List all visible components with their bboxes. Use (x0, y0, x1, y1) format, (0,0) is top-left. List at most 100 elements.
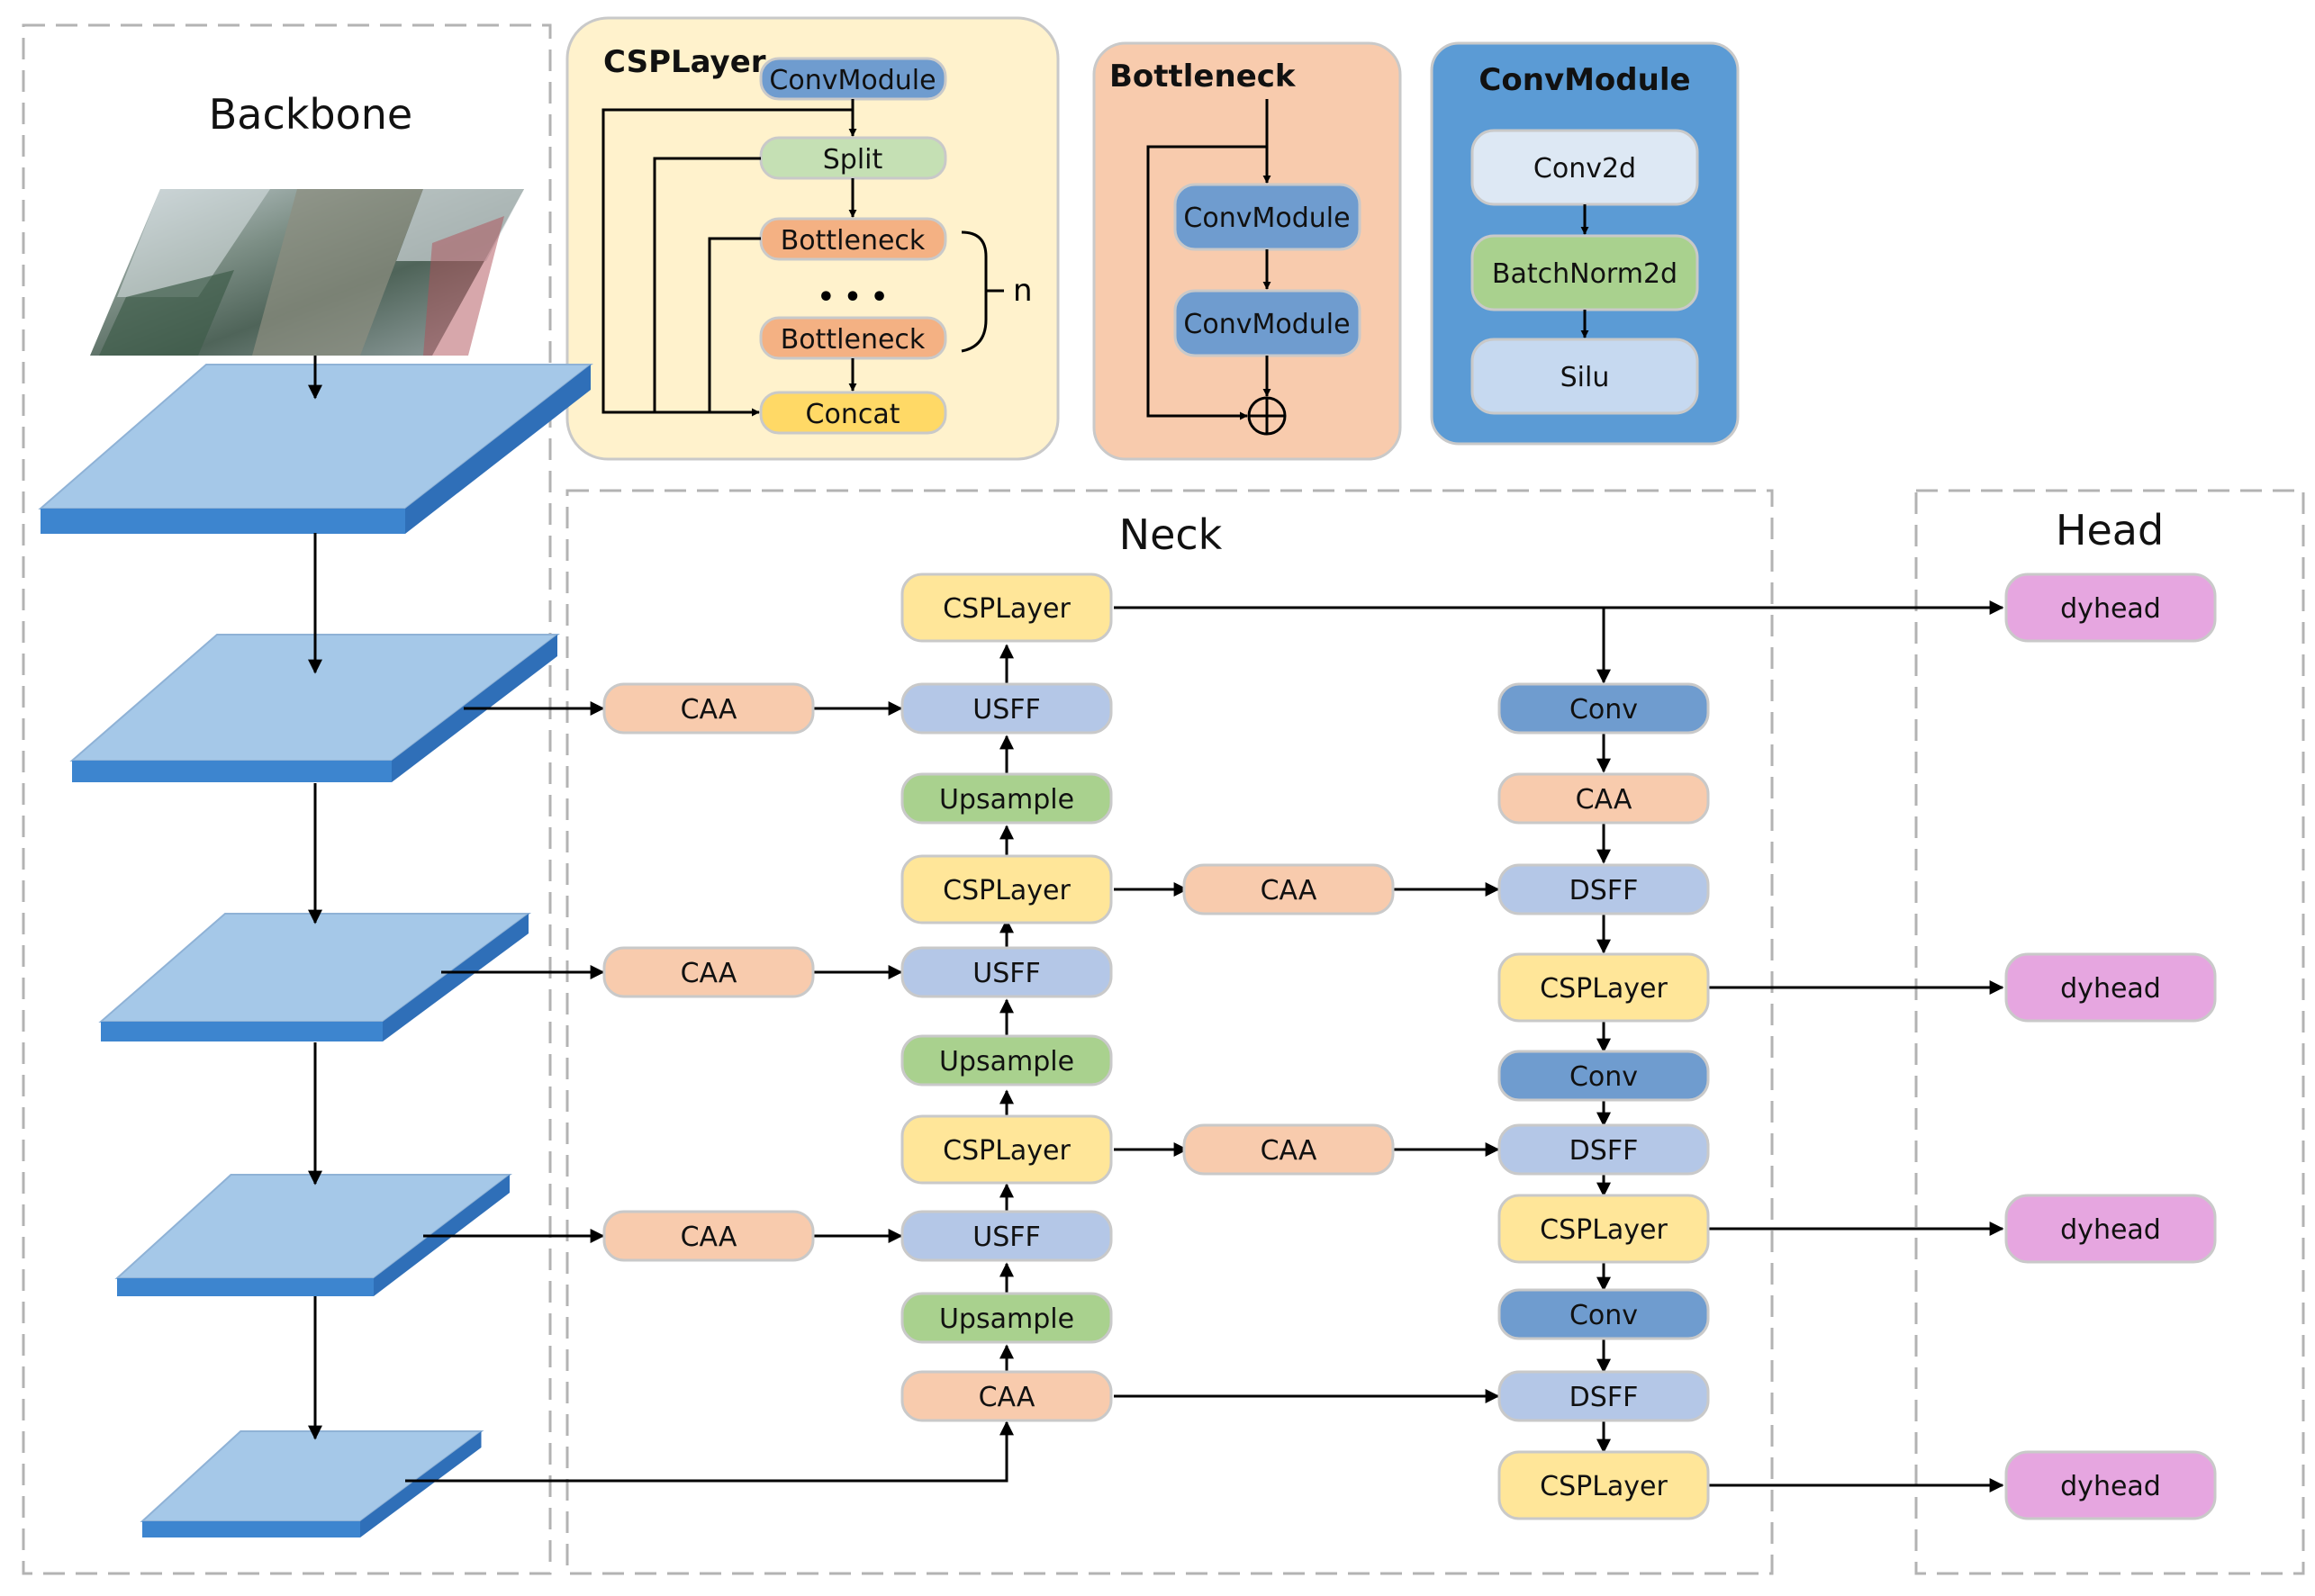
head-node-dyhead-1: dyhead (2004, 573, 2217, 643)
neck-nodes: CAACAACAACSPLayerUSFFUpsampleCSPLayerUSF… (602, 573, 1710, 1520)
csp-repeat-label: n (1013, 273, 1033, 309)
svg-text:Upsample: Upsample (939, 784, 1074, 816)
neck-node-conv-3: Conv (1497, 1288, 1710, 1340)
neck-node-csplayer-2: CSPLayer (900, 854, 1113, 924)
svg-text:DSFF: DSFF (1569, 1135, 1639, 1167)
svg-text:CAA: CAA (1576, 784, 1632, 816)
svg-text:USFF: USFF (972, 958, 1041, 989)
cm-conv2d-node: Conv2d (1470, 129, 1699, 206)
csp-split-node: Split (759, 136, 947, 180)
svg-text:CSPLayer: CSPLayer (943, 1135, 1071, 1167)
neck-node-upsample-3: Upsample (900, 1292, 1113, 1344)
bottleneck-detail-box (1092, 41, 1402, 461)
neck-node-caa-2: CAA (602, 946, 815, 998)
csp-flow-arrows (601, 99, 1004, 417)
bn-convmodule-node-1: ConvModule (1173, 183, 1361, 251)
cm-batchnorm-node: BatchNorm2d (1470, 234, 1699, 311)
svg-text:DSFF: DSFF (1569, 875, 1639, 906)
head-node-dyhead-4: dyhead (2004, 1450, 2217, 1520)
svg-text:CAA: CAA (681, 694, 737, 726)
svg-text:CAA: CAA (681, 958, 737, 989)
svg-text:CAA: CAA (1261, 875, 1317, 906)
backbone-feature-maps (38, 364, 593, 1537)
svg-text:Upsample: Upsample (939, 1303, 1074, 1335)
neck-node-dsff-1: DSFF (1497, 863, 1710, 915)
head-frame (1914, 489, 2305, 1575)
neck-node-usff-1: USFF (900, 682, 1113, 735)
neck-node-upsample-1: Upsample (900, 772, 1113, 825)
svg-text:Split: Split (823, 144, 883, 176)
svg-text:Conv2d: Conv2d (1533, 153, 1636, 185)
svg-text:ConvModule: ConvModule (1183, 203, 1350, 234)
backbone-title: Backbone (209, 90, 412, 139)
neck-node-caa-right: CAA (1497, 772, 1710, 825)
svg-text:Conv: Conv (1569, 1300, 1638, 1331)
feature-map-5 (140, 1430, 484, 1537)
svg-text:USFF: USFF (972, 1222, 1041, 1253)
neck-node-caa-mid-1: CAA (1182, 863, 1395, 915)
svg-text:CSPLayer: CSPLayer (1540, 1214, 1668, 1246)
neck-node-dsff-2: DSFF (1497, 1123, 1710, 1176)
neck-node-csplayer-top: CSPLayer (900, 573, 1113, 643)
neck-node-usff-2: USFF (900, 946, 1113, 998)
neck-node-csplayer-r2: CSPLayer (1497, 1194, 1710, 1264)
svg-text:dyhead: dyhead (2060, 973, 2161, 1005)
neck-node-upsample-2: Upsample (900, 1034, 1113, 1087)
csp-bottleneck-node-2: Bottleneck (759, 316, 947, 360)
svg-text:Upsample: Upsample (939, 1046, 1074, 1078)
neck-node-csplayer-r1: CSPLayer (1497, 952, 1710, 1023)
csp-convmodule-node: ConvModule (759, 57, 947, 101)
neck-node-caa-3: CAA (602, 1210, 815, 1262)
neck-node-conv-2: Conv (1497, 1050, 1710, 1102)
neck-node-dsff-3: DSFF (1497, 1370, 1710, 1422)
bn-flow-arrows (1146, 99, 1271, 420)
svg-text:Conv: Conv (1569, 694, 1638, 726)
svg-text:CAA: CAA (979, 1382, 1035, 1413)
svg-text:CAA: CAA (681, 1222, 737, 1253)
convmodule-detail-title: ConvModule (1479, 62, 1690, 98)
head-node-dyhead-2: dyhead (2004, 952, 2217, 1023)
neck-node-caa-1: CAA (602, 682, 815, 735)
svg-text:dyhead: dyhead (2060, 1471, 2161, 1502)
head-title: Head (2056, 506, 2164, 555)
bn-convmodule-node-2: ConvModule (1173, 289, 1361, 357)
svg-text:BatchNorm2d: BatchNorm2d (1492, 258, 1677, 290)
neck-node-csplayer-3: CSPLayer (900, 1114, 1113, 1185)
input-image (90, 189, 524, 356)
neck-node-usff-3: USFF (900, 1210, 1113, 1262)
svg-text:CSPLayer: CSPLayer (1540, 1471, 1668, 1502)
neck-title: Neck (1119, 510, 1223, 559)
cm-silu-node: Silu (1470, 338, 1699, 415)
csp-ellipsis: • • • (818, 282, 888, 313)
svg-text:CAA: CAA (1261, 1135, 1317, 1167)
svg-text:Concat: Concat (806, 399, 900, 430)
feature-map-1 (38, 364, 593, 534)
svg-text:ConvModule: ConvModule (769, 65, 936, 96)
csp-concat-node: Concat (759, 391, 947, 435)
svg-text:Silu: Silu (1560, 362, 1610, 393)
svg-text:CSPLayer: CSPLayer (943, 593, 1071, 625)
neck-node-csplayer-r3: CSPLayer (1497, 1450, 1710, 1520)
backbone-frame (22, 23, 552, 1575)
csp-bottleneck-node-1: Bottleneck (759, 217, 947, 261)
svg-text:ConvModule: ConvModule (1183, 309, 1350, 340)
neck-node-conv-1: Conv (1497, 682, 1710, 735)
bottleneck-detail-title: Bottleneck (1109, 59, 1297, 95)
svg-text:Conv: Conv (1569, 1061, 1638, 1093)
svg-text:Bottleneck: Bottleneck (781, 225, 926, 257)
svg-text:CSPLayer: CSPLayer (943, 875, 1071, 906)
neck-connections (405, 600, 2004, 1492)
neck-frame (565, 489, 1774, 1575)
svg-text:USFF: USFF (972, 694, 1041, 726)
svg-text:Bottleneck: Bottleneck (781, 324, 926, 356)
svg-text:dyhead: dyhead (2060, 1214, 2161, 1246)
neck-node-caa-mid-2: CAA (1182, 1123, 1395, 1176)
svg-text:CSPLayer: CSPLayer (1540, 973, 1668, 1005)
bn-add-symbol (1247, 396, 1287, 436)
head-nodes: dyhead dyhead dyhead dyhead (2004, 573, 2217, 1520)
svg-text:DSFF: DSFF (1569, 1382, 1639, 1413)
svg-text:dyhead: dyhead (2060, 593, 2161, 625)
feature-map-3 (98, 913, 532, 1041)
